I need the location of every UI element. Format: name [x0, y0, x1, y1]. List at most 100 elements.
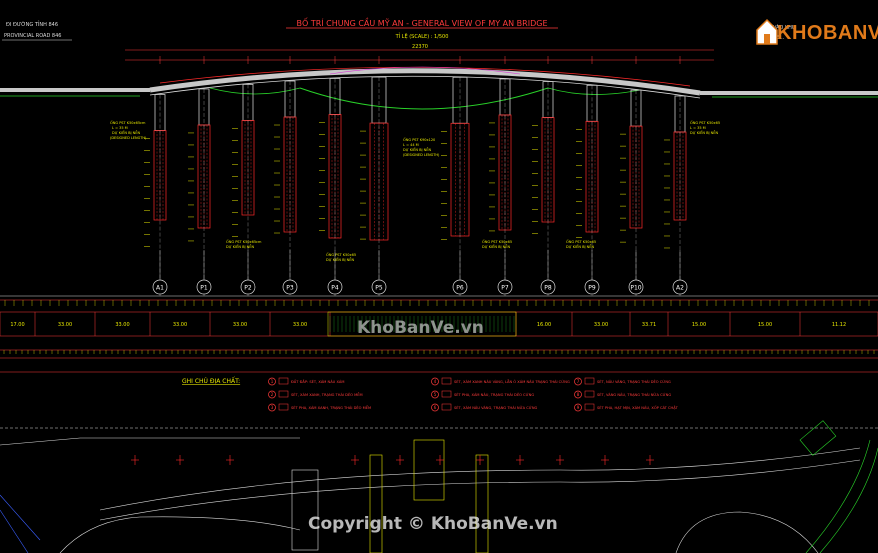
svg-text:7: 7	[577, 379, 580, 384]
drawing-scale: TỈ LỆ (SCALE) : 1/500	[395, 32, 449, 40]
svg-text:DỰ KIẾN BỊ NỀN: DỰ KIẾN BỊ NỀN	[403, 146, 431, 152]
span-length-6: 16.00	[537, 322, 551, 328]
svg-text:DỰ KIẾN BỊ NỀN: DỰ KIẾN BỊ NỀN	[226, 243, 254, 249]
pier-bubble-A2: A2	[672, 250, 688, 295]
pier-P3	[274, 80, 297, 296]
svg-text:L = 35 M: L = 35 M	[112, 126, 128, 130]
khobanve-logo: KHOBANVE	[755, 10, 878, 52]
svg-text:1: 1	[271, 379, 274, 384]
legend-item-4: 4 SÉT, XÁM XANH NÂU VÀNG, LẪN Ô XÁM NÂU T…	[431, 377, 570, 386]
svg-text:SÉT PHA, HẠT MỊN, XÁM NÂU, XỐP: SÉT PHA, HẠT MỊN, XÁM NÂU, XỐP CÁT CHẶT	[597, 405, 679, 410]
legend-item-7: 7 SÉT, NÂU VÀNG, TRẠNG THÁI DẺO CỨNG	[574, 377, 671, 386]
svg-text:ỐNG PST K50x65cm: ỐNG PST K50x65cm	[110, 120, 146, 125]
span-length-8: 33.71	[642, 322, 656, 328]
svg-text:(DESIGNED LENGTH): (DESIGNED LENGTH)	[110, 136, 147, 140]
copyright-watermark: Copyright © KhoBanVe.vn	[308, 514, 558, 534]
span-length-11: 11.12	[832, 322, 846, 328]
span-length-4: 33.00	[233, 322, 247, 328]
svg-text:ĐẤT ĐẮP: SÉT, XÁM NÂU XÁM: ĐẤT ĐẮP: SÉT, XÁM NÂU XÁM	[291, 379, 344, 384]
svg-text:DỰ KIẾN BỊ NỀN: DỰ KIẾN BỊ NỀN	[112, 129, 140, 135]
pier-bubble-P5: P5	[371, 250, 387, 295]
house-icon	[756, 18, 778, 45]
svg-text:P10: P10	[630, 285, 641, 292]
legend-item-6: 6 SÉT, XÁM NÂU VÀNG, TRẠNG THÁI NỬA CỨNG	[431, 403, 538, 412]
svg-text:L = 35 M: L = 35 M	[690, 126, 706, 130]
span-length-10: 15.00	[758, 322, 772, 328]
svg-text:ỐNG PST K50x65: ỐNG PST K50x65	[690, 120, 720, 125]
svg-text:SÉT, XÁM NÂU VÀNG, TRẠNG THÁI: SÉT, XÁM NÂU VÀNG, TRẠNG THÁI NỬA CỨNG	[454, 405, 538, 410]
svg-text:A1: A1	[156, 285, 164, 292]
pier-A1	[144, 94, 167, 296]
svg-text:DỰ KIẾN BỊ NỀN: DỰ KIẾN BỊ NỀN	[326, 256, 354, 262]
svg-text:(DESIGNED LENGTH): (DESIGNED LENGTH)	[403, 153, 440, 157]
svg-text:P5: P5	[375, 285, 383, 292]
span-length-1: 33.00	[58, 322, 72, 328]
legend-item-2: 2 SÉT, XÁM XANH, TRẠNG THÁI DẺO MỀM	[268, 390, 363, 399]
svg-text:SÉT, XÁM XANH NÂU VÀNG, LẪN Ô: SÉT, XÁM XANH NÂU VÀNG, LẪN Ô XÁM NÂU TR…	[454, 379, 570, 384]
svg-text:P4: P4	[331, 285, 339, 292]
legend-item-8: 8 SÉT, VÀNG NÂU, TRẠNG THÁI NỬA CỨNG	[574, 390, 671, 399]
svg-text:SÉT, VÀNG NÂU, TRẠNG THÁI NỬA: SÉT, VÀNG NÂU, TRẠNG THÁI NỬA CỨNG	[597, 392, 671, 397]
pier-bubble-P1: P1	[196, 250, 212, 295]
pier-bubble-P10: P10	[628, 250, 644, 295]
pier-P7	[489, 78, 512, 296]
svg-text:5: 5	[434, 392, 437, 397]
svg-text:ỐNG PST K50x65: ỐNG PST K50x65	[566, 239, 596, 244]
svg-text:ỐNG PST K50x65: ỐNG PST K50x65	[326, 252, 356, 257]
svg-text:9: 9	[577, 405, 580, 410]
bridge-deck	[149, 68, 701, 96]
svg-text:DỰ KIẾN BỊ NỀN: DỰ KIẾN BỊ NỀN	[690, 129, 718, 135]
svg-text:2: 2	[271, 392, 274, 397]
span-length-7: 33.00	[594, 322, 608, 328]
left-road-label-en: PROVINCIAL ROAD 846	[4, 33, 61, 39]
svg-text:L = 44 M: L = 44 M	[403, 143, 419, 147]
svg-text:P8: P8	[544, 285, 552, 292]
svg-text:P2: P2	[244, 285, 252, 292]
svg-text:SÉT PHA, XÁM XANH, TRẠNG THÁI: SÉT PHA, XÁM XANH, TRẠNG THÁI DẺO MỀM	[291, 405, 371, 410]
drawing-title: BỐ TRÍ CHUNG CẦU MỸ AN - GENERAL VIEW OF…	[296, 16, 547, 28]
plan-view	[0, 437, 878, 553]
span-length-9: 15.00	[692, 322, 706, 328]
svg-text:ỐNG PST K50x65: ỐNG PST K50x65	[482, 239, 512, 244]
pier-bubble-P2: P2	[240, 250, 256, 295]
pier-bubble-P3: P3	[282, 250, 298, 295]
pier-bubble-P7: P7	[497, 250, 513, 295]
pier-bubble-P4: P4	[327, 250, 343, 295]
svg-text:P6: P6	[456, 285, 464, 292]
legend-item-5: 5 SÉT PHA, XÁM NÂU, TRẠNG THÁI DẺO CỨNG	[431, 390, 534, 399]
overall-length-label: 22370	[412, 44, 428, 50]
svg-text:6: 6	[434, 405, 437, 410]
legend-item-1: 1 ĐẤT ĐẮP: SÉT, XÁM NÂU XÁM	[268, 377, 344, 386]
pier-P1	[188, 88, 211, 296]
svg-text:DỰ KIẾN BỊ NỀN: DỰ KIẾN BỊ NỀN	[566, 243, 594, 249]
svg-text:P7: P7	[501, 285, 509, 292]
pier-A2	[664, 95, 687, 296]
svg-text:SÉT, XÁM XANH, TRẠNG THÁI DẺO: SÉT, XÁM XANH, TRẠNG THÁI DẺO MỀM	[291, 392, 363, 397]
svg-text:8: 8	[577, 392, 580, 397]
right-road-label-vn: ĐI VÀO KHU	[766, 24, 796, 31]
svg-text:ỐNG PST K90x120: ỐNG PST K90x120	[403, 137, 435, 142]
svg-text:P3: P3	[286, 285, 294, 292]
span-length-0: 17.00	[10, 322, 24, 328]
pier-bubble-A1: A1	[152, 250, 168, 295]
svg-text:A2: A2	[676, 285, 684, 292]
svg-text:P1: P1	[200, 285, 208, 292]
pier-P8	[532, 81, 555, 296]
pier-bubble-P6: P6	[452, 250, 468, 295]
pier-bubble-P9: P9	[584, 250, 600, 295]
svg-text:ỐNG PST K50x65cm: ỐNG PST K50x65cm	[226, 239, 262, 244]
span-length-2: 33.00	[115, 322, 129, 328]
legend-item-9: 9 SÉT PHA, HẠT MỊN, XÁM NÂU, XỐP CÁT CHẶT	[574, 403, 679, 412]
svg-text:SÉT PHA, XÁM NÂU, TRẠNG THÁI D: SÉT PHA, XÁM NÂU, TRẠNG THÁI DẺO CỨNG	[454, 392, 534, 397]
legend-title: GHI CHÚ ĐỊA CHẤT:	[182, 377, 240, 385]
svg-text:DỰ KIẾN BỊ NỀN: DỰ KIẾN BỊ NỀN	[482, 243, 510, 249]
pier-P10	[620, 89, 643, 296]
pier-bubble-P8: P8	[540, 250, 556, 295]
svg-text:4: 4	[434, 379, 437, 384]
svg-text:P9: P9	[588, 285, 596, 292]
span-length-3: 33.00	[173, 322, 187, 328]
svg-text:SÉT, NÂU VÀNG, TRẠNG THÁI DẺO: SÉT, NÂU VÀNG, TRẠNG THÁI DẺO CỨNG	[597, 379, 671, 384]
left-road-label-vn: ĐI ĐƯỜNG TỈNH 846	[6, 20, 58, 28]
